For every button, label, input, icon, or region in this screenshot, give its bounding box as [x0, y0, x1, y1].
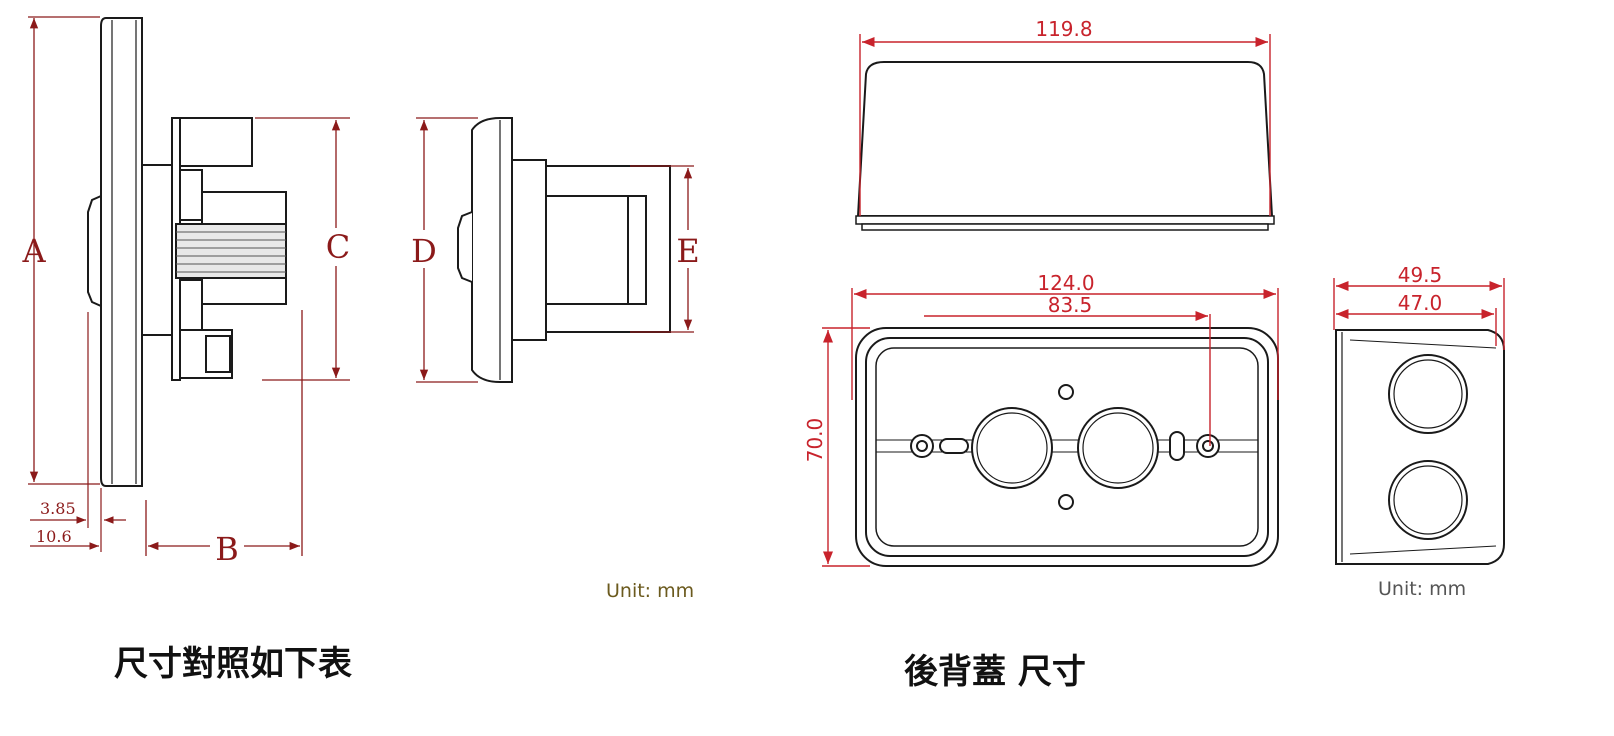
- side-profile-assembly: [87, 17, 287, 487]
- button-hole-left: [971, 407, 1053, 489]
- ribbon-lines: [176, 231, 286, 273]
- dimension-10-6-label: 10.6: [36, 527, 72, 546]
- button-hole-right: [1077, 407, 1159, 489]
- label-c: C: [326, 228, 350, 266]
- back-cover-top-view: [855, 61, 1275, 231]
- label-b: B: [215, 530, 239, 568]
- dimension-124-0-label: 124.0: [1037, 271, 1094, 295]
- dimension-49-5-label: 49.5: [1398, 263, 1443, 287]
- dimension-e: [630, 165, 694, 333]
- caption-back-cover-size: 後背蓋 尺寸: [904, 652, 1086, 692]
- dimension-124-0: [851, 288, 1279, 400]
- dimension-d: [416, 117, 478, 383]
- dimension-b: [145, 310, 303, 556]
- dimension-47-0-label: 47.0: [1398, 291, 1443, 315]
- dimension-47-0: [1336, 308, 1497, 346]
- dimension-small-offsets: [30, 312, 126, 552]
- unit-label-left: Unit: mm: [606, 580, 695, 602]
- side-hole-bottom: [1388, 460, 1468, 540]
- dimension-119-8-label: 119.8: [1035, 17, 1092, 41]
- label-d: D: [411, 232, 437, 270]
- dimension-83-5-label: 83.5: [1048, 293, 1093, 317]
- front-view-holes: [910, 384, 1220, 510]
- caption-dimension-table: 尺寸對照如下表: [114, 644, 352, 684]
- screw-hole-bottom: [1058, 494, 1074, 510]
- dimension-119-8: [859, 34, 1271, 216]
- label-a: A: [21, 232, 46, 270]
- side-hole-top: [1388, 354, 1468, 434]
- dimension-70-0-label: 70.0: [803, 418, 827, 463]
- side-profile-module: [457, 117, 671, 383]
- dimension-3-85-label: 3.85: [40, 499, 76, 518]
- unit-label-right: Unit: mm: [1378, 578, 1467, 600]
- back-cover-front-view: [855, 327, 1279, 567]
- label-e: E: [676, 232, 699, 270]
- back-cover-side-view: [1335, 329, 1505, 565]
- dimension-70-0: [822, 327, 870, 567]
- dimension-c: [255, 117, 350, 381]
- dimension-83-5: [924, 310, 1211, 446]
- screw-hole-top: [1058, 384, 1074, 400]
- slot-left: [939, 438, 969, 454]
- slot-right: [1169, 431, 1185, 461]
- dimension-49-5: [1333, 278, 1505, 350]
